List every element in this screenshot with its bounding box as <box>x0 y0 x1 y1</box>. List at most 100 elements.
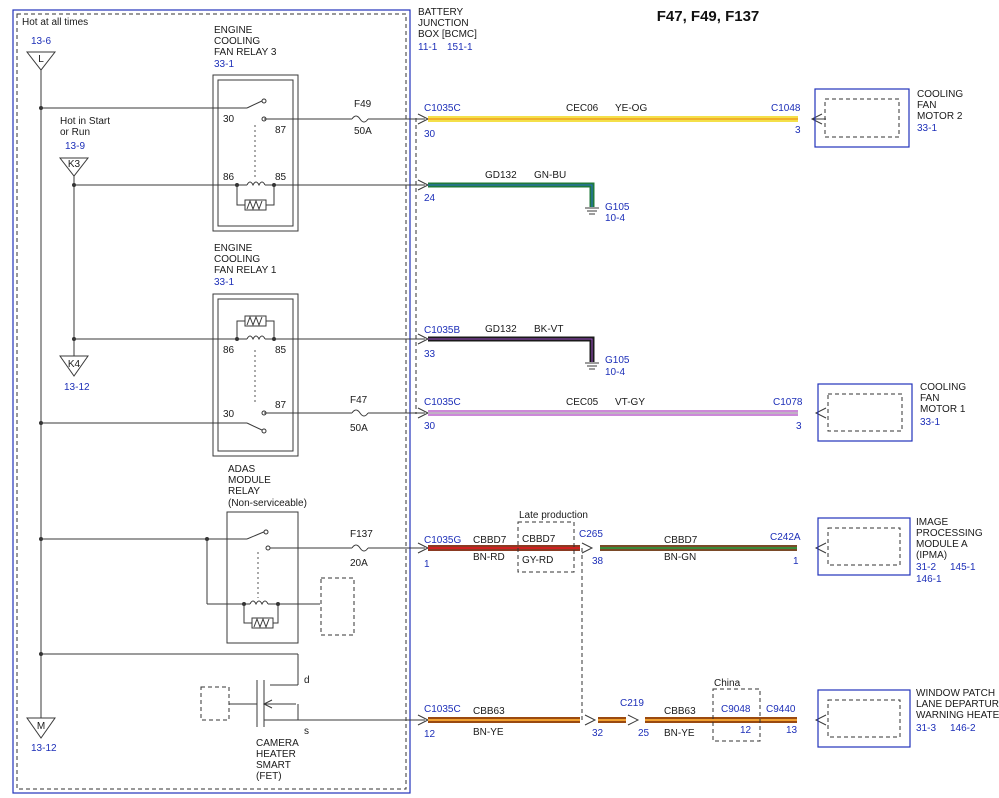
f49-name: F49 <box>354 99 372 110</box>
adas-name-4: (Non-serviceable) <box>228 498 307 509</box>
bjb-ref-2: 151-1 <box>447 42 473 53</box>
fet-name-1: CAMERA <box>256 738 299 749</box>
relay3-switch <box>246 99 265 109</box>
adas-diode-wire <box>243 604 279 624</box>
m1-connector-arrow <box>814 407 827 419</box>
c6-pin: 12 <box>424 729 436 740</box>
feed-K3-triangle <box>58 157 90 177</box>
m1-name-2: FAN <box>920 393 939 404</box>
c5-conn: C1035G <box>424 535 461 546</box>
c5-inline-pin: 38 <box>592 556 604 567</box>
c1-end-pin: 3 <box>795 125 801 136</box>
lane-departure-heater <box>817 689 911 748</box>
adas-resistor-zig <box>253 617 270 629</box>
ref-k3: 13-9 <box>65 141 85 152</box>
c3-ground: G105 <box>605 355 630 366</box>
relay3-resistor-zig <box>246 199 263 211</box>
c5-end-conn: C242A <box>770 532 801 543</box>
cooling-fan-motor-1 <box>817 383 913 442</box>
relay1-diode-wire <box>236 320 275 339</box>
m2-name-2: FAN <box>917 100 936 111</box>
ref-top: 13-6 <box>31 36 51 47</box>
feed-K4-triangle <box>59 355 89 377</box>
ipma-inner <box>827 527 901 566</box>
c219-arrow <box>627 714 640 726</box>
fet-s-label: s <box>304 726 309 737</box>
c1-conn: C1035C <box>424 103 461 114</box>
bjb-name-1: BATTERY <box>418 7 464 18</box>
c6-conn: C1035C <box>424 704 461 715</box>
m1-name-1: COOLING <box>920 382 966 393</box>
c2-color: GN-BU <box>534 170 566 181</box>
c2-ground-ref: 10-4 <box>605 213 625 224</box>
relay3-pin-87: 87 <box>275 125 287 136</box>
c6-china-pin: 12 <box>740 725 752 736</box>
ipma-ref-2: 145-1 <box>950 562 976 573</box>
feed-K4-label: K4 <box>68 359 81 370</box>
c5-late-color: GY-RD <box>522 555 553 566</box>
hot-all-times: Hot at all times <box>22 17 88 28</box>
hot-start-run-1: Hot in Start <box>60 116 110 127</box>
m1-name-3: MOTOR 1 <box>920 404 966 415</box>
c5-inline-conn: C265 <box>579 529 603 540</box>
heater-name-1: WINDOW PATCH <box>916 688 995 699</box>
ipma-name-1: IMAGE <box>916 517 949 528</box>
ipma-name-4: (IPMA) <box>916 550 947 561</box>
m2-inner <box>824 98 900 138</box>
f137-rating: 20A <box>350 558 368 569</box>
c2-pin: 24 <box>424 193 436 204</box>
adas-control-box <box>320 577 355 636</box>
ipma-name-2: PROCESSING <box>916 528 983 539</box>
ref-m: 13-12 <box>31 743 57 754</box>
feed-L-triangle <box>25 51 57 71</box>
f49-fuse <box>351 115 369 123</box>
adas-resistor <box>251 617 274 629</box>
bjb-outer-border <box>12 9 411 794</box>
relay3-coil <box>246 181 266 187</box>
relay3-pin-30: 30 <box>223 114 235 125</box>
f47-rating: 50A <box>350 423 368 434</box>
feed-M-triangle <box>26 717 56 739</box>
bjb-name-3: BOX [BCMC] <box>418 29 477 40</box>
f137-fuse <box>351 544 369 552</box>
feed-M-label: M <box>37 721 45 732</box>
adas-contact <box>263 529 269 535</box>
relay3-resistor <box>244 199 267 211</box>
c5-circuit2: CBBD7 <box>664 535 698 546</box>
fet-arrow <box>262 699 273 709</box>
c6-color2: BN-YE <box>664 728 695 739</box>
relay1-contact <box>261 428 267 434</box>
relay1-box-inner <box>217 298 294 452</box>
relay3-name-3: FAN RELAY 3 <box>214 47 277 58</box>
c2-circuit: GD132 <box>485 170 517 181</box>
relay1-ref: 33-1 <box>214 277 234 288</box>
c3-ground-ref: 10-4 <box>605 367 625 378</box>
china-box <box>712 688 761 742</box>
wire-gd132-gnbu <box>428 182 595 207</box>
c4-end-pin: 3 <box>796 421 802 432</box>
c1-color: YE-OG <box>615 103 647 114</box>
adas-name-2: MODULE <box>228 475 271 486</box>
m2-ref: 33-1 <box>917 123 937 134</box>
fet-name-4: (FET) <box>256 771 282 782</box>
c6-circuit: CBB63 <box>473 706 505 717</box>
relay1-pin-30: 30 <box>223 409 235 420</box>
fet-name-3: SMART <box>256 760 291 771</box>
relay1-pin-86: 86 <box>223 345 235 356</box>
c6-circuit2: CBB63 <box>664 706 696 717</box>
relay3-pin-85: 85 <box>275 172 287 183</box>
heater-connector-arrow <box>814 714 827 726</box>
f137-name: F137 <box>350 529 373 540</box>
c6-inline-pin-b: 25 <box>638 728 650 739</box>
adas-name-3: RELAY <box>228 486 260 497</box>
heater-ref-1: 31-3 <box>916 723 936 734</box>
relay3-name-2: COOLING <box>214 36 260 47</box>
adas-switch <box>246 530 267 540</box>
bjb-inner-border <box>16 13 407 790</box>
c4-circuit: CEC05 <box>566 397 599 408</box>
bjb-name-2: JUNCTION <box>418 18 469 29</box>
c4-end-conn: C1078 <box>773 397 803 408</box>
relay3-name-1: ENGINE <box>214 25 253 36</box>
